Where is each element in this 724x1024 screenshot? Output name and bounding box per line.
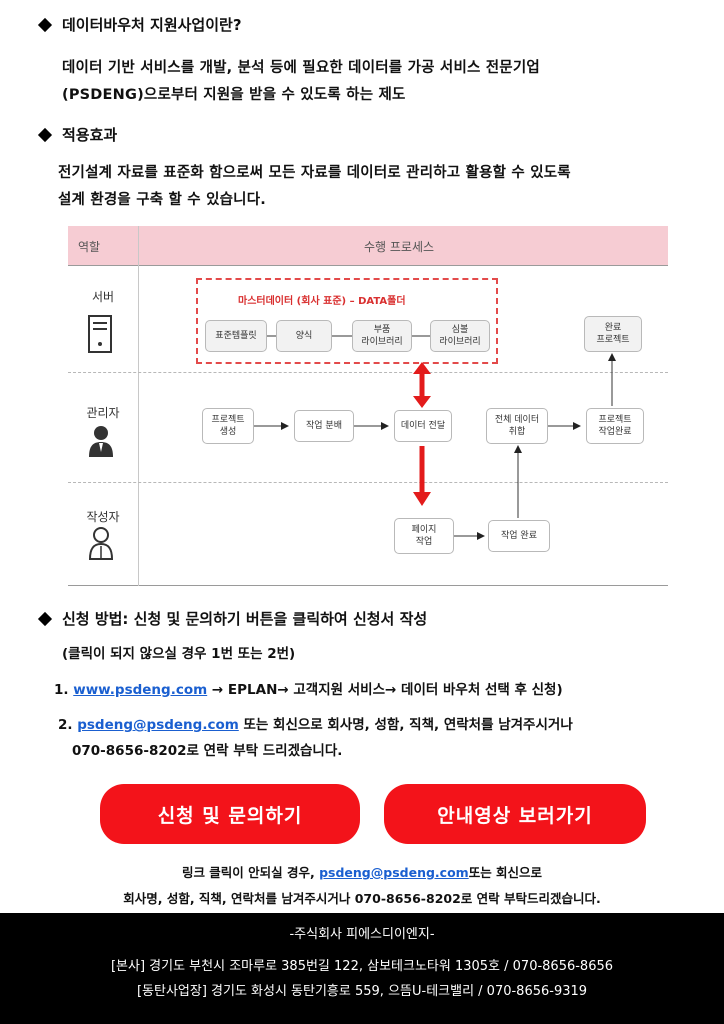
step-number: 2. — [58, 717, 73, 733]
manager-icon — [89, 426, 113, 457]
process-diagram: 역할 수행 프로세스 서버 관리자 작성자 마스터데이터 (회사 표준) – D… — [68, 226, 668, 586]
description-line: 데이터 기반 서비스를 개발, 분석 등에 필요한 데이터를 가공 서비스 전문… — [62, 60, 540, 76]
flow-connectors — [254, 335, 616, 540]
section-heading-apply: 신청 방법: 신청 및 문의하기 버튼을 클릭하여 신청서 작성 — [37, 608, 428, 629]
heading-text: 적용효과 — [62, 126, 118, 144]
node-completed-project: 완료 프로젝트 — [584, 316, 642, 352]
footer-branch-address: [동탄사업장] 경기도 화성시 동탄기흥로 559, 으뜸U-테크밸리 / 07… — [136, 984, 588, 999]
master-data-label: 마스터데이터 (회사 표준) – DATA폴더 — [238, 296, 406, 307]
diamond-bullet-icon — [37, 17, 53, 32]
footer: -주식회사 피에스디이엔지- [본사] 경기도 부천시 조마루로 385번길 1… — [0, 913, 724, 1024]
role-writer: 작성자 — [86, 510, 120, 524]
row-divider — [68, 372, 668, 373]
node-parts-library: 부품 라이브러리 — [352, 320, 412, 352]
writer-icon — [88, 527, 114, 560]
notice-email-link[interactable]: psdeng@psdeng.com — [319, 865, 469, 880]
node-work-complete: 작업 완료 — [488, 520, 550, 552]
heading-text: 데이터바우처 지원사업이란? — [62, 16, 242, 34]
apply-step-2: 2. psdeng@psdeng.com 또는 회신으로 회사명, 성함, 직책… — [58, 712, 573, 764]
effect-description: 전기설계 자료를 표준화 함으로써 모든 자료를 데이터로 관리하고 활용할 수… — [58, 160, 571, 214]
section-heading-effect: 적용효과 — [37, 124, 118, 145]
link-notice: 링크 클릭이 안되실 경우, psdeng@psdeng.com또는 회신으로 … — [0, 860, 724, 912]
node-form: 양식 — [276, 320, 332, 352]
step-text-line2: 070-8656-8202로 연락 부탁 드리겠습니다. — [72, 743, 343, 759]
role-manager: 관리자 — [86, 406, 120, 420]
notice-text: 또는 회신으로 — [468, 865, 543, 880]
guide-video-button[interactable]: 안내영상 보러가기 — [384, 784, 646, 844]
header-role: 역할 — [78, 240, 101, 254]
apply-step-1: 1. www.psdeng.com → EPLAN→ 고객지원 서비스→ 데이터… — [54, 677, 563, 703]
role-server: 서버 — [91, 290, 115, 304]
diamond-bullet-icon — [37, 611, 53, 626]
footer-hq-address: [본사] 경기도 부천시 조마루로 385번길 122, 삼보테크노타워 130… — [110, 959, 614, 974]
heading-text: 신청 방법: 신청 및 문의하기 버튼을 클릭하여 신청서 작성 — [62, 610, 428, 628]
diamond-bullet-icon — [37, 127, 53, 142]
voucher-description: 데이터 기반 서비스를 개발, 분석 등에 필요한 데이터를 가공 서비스 전문… — [62, 55, 540, 109]
column-divider — [138, 226, 139, 586]
node-work-distribution: 작업 분배 — [294, 410, 354, 442]
website-link[interactable]: www.psdeng.com — [73, 682, 208, 698]
step-number: 1. — [54, 682, 69, 698]
description-line: 전기설계 자료를 표준화 함으로써 모든 자료를 데이터로 관리하고 활용할 수… — [58, 165, 571, 181]
apply-inquiry-button[interactable]: 신청 및 문의하기 — [100, 784, 360, 844]
node-data-transfer: 데이터 전달 — [394, 410, 452, 442]
server-icon — [88, 315, 112, 353]
node-standard-template: 표준템플릿 — [205, 320, 267, 352]
node-symbol-library: 심볼 라이브러리 — [430, 320, 490, 352]
row-divider — [68, 482, 668, 483]
section-heading-voucher: 데이터바우처 지원사업이란? — [37, 14, 242, 35]
diagram-header: 역할 수행 프로세스 — [68, 226, 668, 266]
apply-note: (클릭이 되지 않으실 경우 1번 또는 2번) — [62, 646, 296, 662]
node-create-project: 프로젝트 생성 — [202, 408, 254, 444]
notice-text: 회사명, 성함, 직책, 연락처를 남겨주시거나 070-8656-8202로 … — [123, 891, 601, 906]
node-project-complete: 프로젝트 작업완료 — [586, 408, 644, 444]
description-line: 설계 환경을 구축 할 수 있습니다. — [58, 192, 266, 208]
footer-company: -주식회사 피에스디이엔지- — [289, 927, 435, 942]
step-text: → EPLAN→ 고객지원 서비스→ 데이터 바우처 선택 후 신청) — [207, 682, 563, 698]
master-data-frame — [196, 278, 498, 364]
step-text: 또는 회신으로 회사명, 성함, 직책, 연락처를 남겨주시거나 — [238, 717, 573, 733]
description-line: (PSDENG)으로부터 지원을 받을 수 있도록 하는 제도 — [62, 87, 406, 103]
notice-text: 링크 클릭이 안되실 경우, — [181, 865, 320, 880]
node-collect-data: 전체 데이터 취합 — [486, 408, 548, 444]
header-process: 수행 프로세스 — [364, 240, 435, 254]
email-link[interactable]: psdeng@psdeng.com — [77, 717, 239, 733]
node-page-work: 페이지 작업 — [394, 518, 454, 554]
